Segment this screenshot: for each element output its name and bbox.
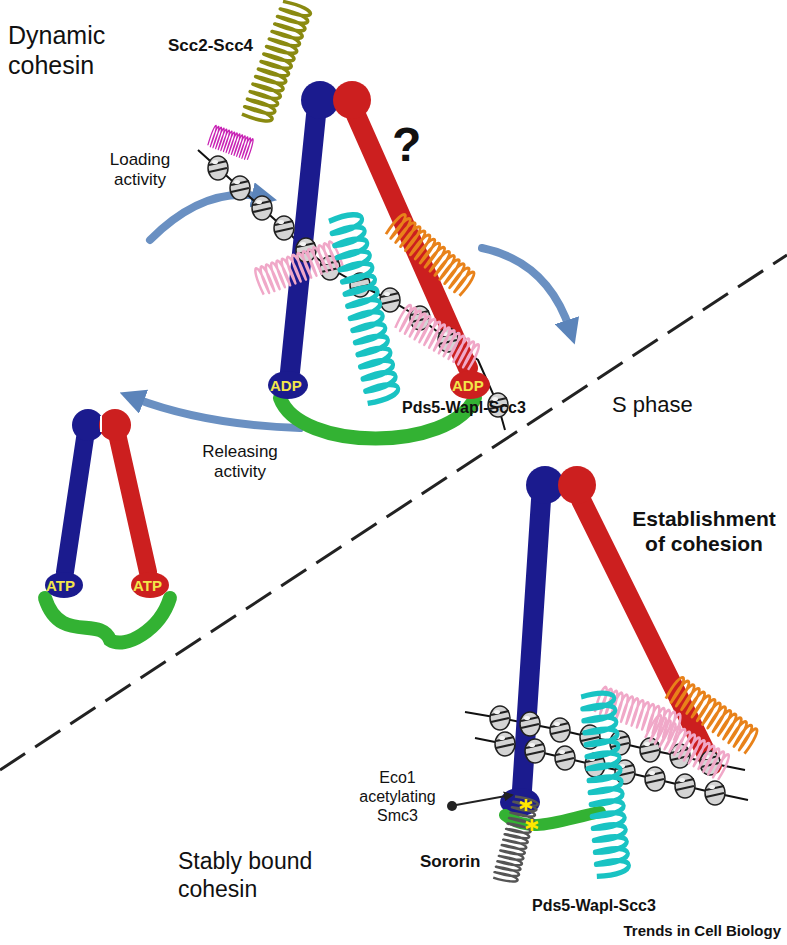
illustration-part bbox=[550, 718, 570, 742]
section-title: Dynamic cohesin bbox=[8, 20, 128, 80]
question-mark: ? bbox=[392, 116, 421, 174]
illustration-part bbox=[290, 115, 316, 372]
process-label: Establishment of cohesion bbox=[628, 506, 780, 556]
section-title: Stably bound cohesin bbox=[178, 848, 328, 903]
dynamic-cohesin bbox=[198, 0, 508, 438]
nucleotide-label: ATP bbox=[133, 577, 162, 595]
illustration-part bbox=[274, 216, 294, 240]
process-label: Loading activity bbox=[95, 150, 185, 191]
journal-watermark: Trends in Cell Biology bbox=[623, 922, 781, 940]
nucleotide-label: ADP bbox=[270, 377, 302, 395]
illustration-part bbox=[645, 767, 665, 791]
illustration-part bbox=[198, 150, 505, 430]
illustration-part bbox=[118, 438, 148, 572]
illustration-part bbox=[131, 572, 169, 598]
illustration-part bbox=[380, 288, 400, 312]
illustration-part bbox=[65, 438, 85, 572]
illustration-part bbox=[493, 796, 538, 884]
protein-label: Pds5-Wapl-Scc3 bbox=[402, 398, 526, 417]
illustration-part bbox=[230, 176, 250, 200]
illustration-part bbox=[45, 598, 170, 643]
illustration-part bbox=[394, 304, 481, 370]
free-cohesin bbox=[45, 409, 170, 643]
illustration-part bbox=[495, 732, 515, 756]
illustration-part bbox=[705, 781, 725, 805]
protein-label: Sororin bbox=[420, 852, 480, 872]
leader-arrow bbox=[456, 795, 512, 805]
illustration-part bbox=[665, 676, 760, 754]
illustration-part bbox=[333, 81, 371, 119]
illustration-part bbox=[99, 409, 131, 441]
illustration-part bbox=[525, 739, 545, 763]
illustration-part bbox=[268, 371, 308, 399]
illustration-part bbox=[385, 213, 477, 296]
illustration-part bbox=[555, 746, 575, 770]
illustration-part bbox=[482, 248, 570, 330]
illustration-part bbox=[450, 371, 490, 399]
process-label: Releasing activity bbox=[190, 442, 290, 483]
illustration-part bbox=[150, 195, 262, 240]
protein-label: Scc2-Scc4 bbox=[168, 36, 253, 56]
nucleotide-label: ATP bbox=[46, 577, 75, 595]
phase-label: S phase bbox=[612, 392, 693, 418]
illustration-part bbox=[207, 125, 254, 159]
illustration-part bbox=[329, 213, 400, 404]
illustration-part bbox=[242, 0, 312, 124]
phase-divider bbox=[0, 255, 787, 770]
leader-dot bbox=[447, 801, 457, 811]
nucleotide-label: ADP bbox=[452, 377, 484, 395]
illustration-part bbox=[45, 572, 83, 598]
illustration-part bbox=[675, 774, 695, 798]
illustration-part bbox=[581, 692, 630, 876]
acetyl-mark bbox=[520, 799, 538, 831]
illustration-part bbox=[490, 706, 510, 730]
process-arrows bbox=[134, 195, 570, 428]
illustration-part bbox=[558, 466, 596, 504]
illustration-part bbox=[208, 156, 228, 180]
protein-label: Pds5-Wapl-Scc3 bbox=[532, 896, 656, 915]
illustration-part bbox=[254, 240, 343, 294]
enzyme-label: Eco1 acetylating Smc3 bbox=[350, 768, 445, 826]
illustration-part bbox=[252, 196, 272, 220]
illustration-part bbox=[100, 416, 102, 432]
illustration-part bbox=[520, 712, 540, 736]
